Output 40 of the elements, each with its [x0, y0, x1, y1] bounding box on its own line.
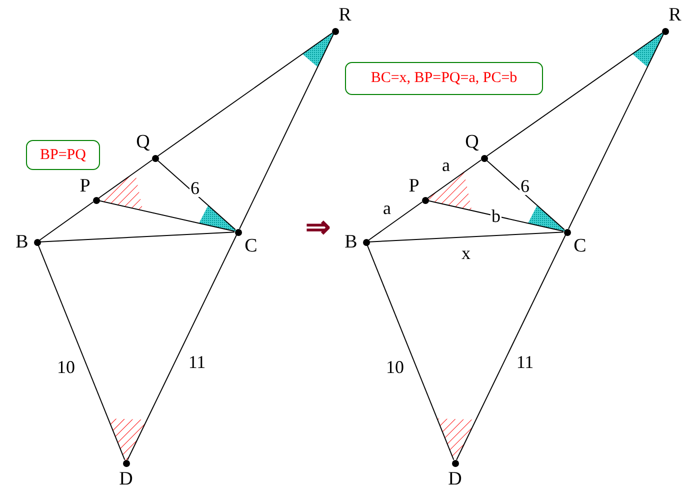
line-segment	[239, 34, 334, 230]
line-segment	[427, 160, 482, 198]
point-label: Q	[465, 132, 479, 152]
point-label: D	[119, 470, 133, 488]
line-segment	[486, 32, 663, 156]
line-segment	[368, 202, 423, 240]
line-segment	[40, 232, 235, 242]
line-segment	[127, 234, 237, 460]
edge-label: 10	[385, 358, 405, 376]
line-segment	[98, 200, 236, 232]
point-label: R	[338, 6, 352, 24]
line-segment	[369, 232, 564, 242]
note-box: BC=x, BP=PQ=a, PC=b	[345, 62, 543, 95]
edge-label: 11	[515, 353, 535, 371]
line-segment	[366, 244, 454, 460]
implication-symbol: ⇒	[306, 213, 330, 243]
edge-label: 6	[520, 177, 530, 195]
point-label: C	[244, 236, 258, 256]
point-label: P	[408, 176, 420, 196]
line-segment	[98, 160, 153, 198]
point-label: P	[80, 176, 90, 196]
line-segment	[486, 160, 565, 230]
line-segment	[39, 202, 94, 240]
line-segment	[157, 32, 333, 156]
edge-label: 10	[56, 358, 76, 376]
point-label: B	[16, 232, 28, 252]
note-box: BP=PQ	[26, 140, 100, 170]
line-segment	[568, 34, 664, 230]
edge-label: 6	[190, 179, 200, 197]
line-segment	[456, 234, 566, 460]
line-segment	[38, 244, 126, 460]
line-segment	[157, 160, 236, 230]
edge-label: 11	[187, 353, 207, 371]
line-segment	[428, 200, 564, 232]
point-label: Q	[136, 132, 150, 152]
edge-label: b	[490, 207, 502, 225]
point-label: R	[668, 6, 682, 24]
point-label: D	[448, 470, 462, 488]
point-label: B	[344, 232, 358, 252]
point-label: C	[574, 236, 586, 256]
